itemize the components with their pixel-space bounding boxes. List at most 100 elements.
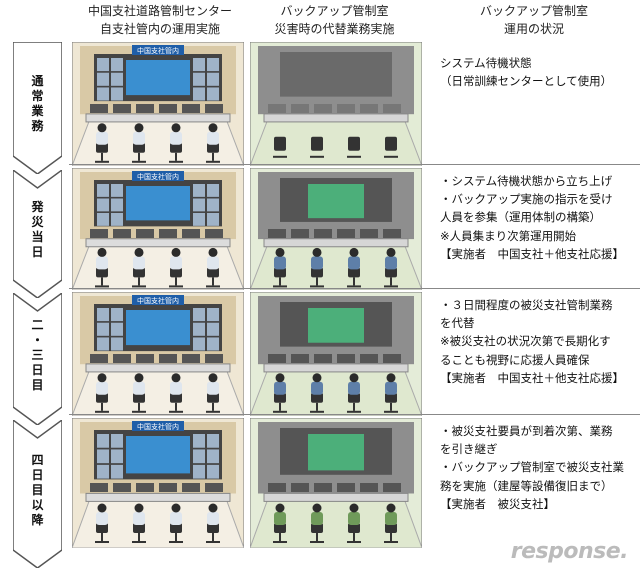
watermark-text: response.: [510, 539, 629, 564]
chair-back: [133, 267, 145, 278]
operator-head: [275, 373, 285, 383]
camera-monitor: [111, 58, 123, 72]
status-note-line: ・システム待機状態から立ち上げ: [440, 174, 613, 188]
chair-back: [385, 392, 397, 403]
status-note-line: システム待機状態: [440, 56, 532, 70]
operator-figure: [310, 373, 324, 413]
video-wall: [280, 52, 392, 97]
status-note-line: 【実施者 中国支社＋他支社応援】: [440, 370, 624, 385]
control-center-illustration: 中国支社管内: [71, 41, 245, 167]
status-note-line: （日常訓練センターとして使用）: [440, 74, 613, 89]
stage-char: ・: [31, 332, 44, 347]
center-sign-text: 中国支社管内: [137, 422, 179, 431]
operator-head: [97, 503, 107, 513]
camera-monitor: [207, 464, 219, 479]
chair-back: [348, 392, 360, 403]
chair-back: [311, 523, 323, 533]
operator-head: [97, 123, 107, 133]
column-header-line: 自支社管内の運用実施: [99, 22, 220, 36]
stage-char: 常: [31, 89, 44, 103]
operator-body: [207, 256, 219, 270]
operator-desk: [263, 492, 409, 502]
chair-back: [133, 392, 145, 403]
operator-body: [207, 381, 219, 395]
chair-back: [170, 392, 182, 403]
status-notes: ・３日間程度の被災支社管制業務を代替※被災支社の状況次第で長期化することも視野に…: [440, 296, 640, 387]
control-center-illustration: 中国支社管内: [71, 167, 245, 291]
map-screen: [308, 308, 364, 343]
desk-monitor: [159, 104, 177, 113]
desk-monitor: [314, 104, 332, 113]
camera-monitor: [111, 434, 123, 448]
desk-monitor: [268, 104, 286, 113]
operator-body: [96, 381, 108, 395]
operator-figure: [206, 373, 220, 413]
operator-body: [348, 512, 360, 525]
operator-body: [96, 131, 108, 145]
operator-head: [134, 247, 144, 257]
desk-monitor: [291, 354, 309, 363]
chair-back: [96, 523, 108, 533]
chair-back: [133, 523, 145, 533]
backup-room-illustration: [249, 291, 423, 417]
stage-chevron-shape: [13, 170, 62, 298]
chair-back: [274, 392, 286, 403]
operator-figure: [95, 247, 109, 288]
operator-desk: [85, 113, 231, 123]
desk-monitor: [205, 483, 223, 492]
operator-figure: [347, 503, 361, 543]
camera-monitor: [111, 464, 123, 479]
operator-head: [208, 247, 218, 257]
camera-monitor: [193, 72, 205, 86]
operator-desk: [263, 238, 409, 248]
operator-desk: [263, 363, 409, 373]
operator-figure: [169, 503, 183, 543]
desk-monitor: [205, 229, 223, 238]
chair-back: [96, 142, 108, 153]
operator-head: [97, 247, 107, 257]
stage-label: 四日目以降: [13, 453, 62, 528]
operator-figure: [347, 247, 361, 288]
desk-monitor: [205, 104, 223, 113]
row-separator: [69, 288, 640, 289]
desk-monitor: [159, 483, 177, 492]
operator-head: [208, 503, 218, 513]
desk-monitor: [268, 483, 286, 492]
operator-figure: [95, 373, 109, 413]
chair-back: [207, 267, 219, 278]
center-sign-plate: [132, 295, 184, 305]
desk-monitor: [314, 483, 332, 492]
operator-figure: [384, 373, 398, 413]
desk-monitor: [360, 354, 378, 363]
desk-monitor: [314, 229, 332, 238]
operator-head: [171, 503, 181, 513]
stage-label: 二・三日目: [13, 318, 62, 393]
chair-back: [274, 523, 286, 533]
desk-monitor: [383, 229, 401, 238]
column-header-line: 災害時の代替業務実施: [274, 22, 395, 36]
chair-back: [96, 267, 108, 278]
map-screen: [308, 184, 364, 219]
camera-monitor: [193, 212, 205, 226]
operator-body: [274, 256, 286, 270]
operator-figure: [273, 247, 287, 288]
operator-figure: [384, 247, 398, 288]
control-center-illustration: 中国支社管内: [71, 417, 245, 549]
backup-room-panel: [249, 167, 423, 291]
camera-monitor: [97, 212, 109, 226]
camera-monitor: [193, 337, 205, 351]
operator-body: [133, 512, 145, 525]
map-screen: [126, 186, 190, 221]
operator-figure: [206, 247, 220, 288]
camera-monitor: [207, 198, 219, 212]
stage-chevron-shape: [13, 42, 62, 174]
chair-back: [207, 523, 219, 533]
camera-monitor: [111, 198, 123, 212]
status-note-line: ・３日間程度の被災支社管制業務: [440, 298, 613, 312]
chair-back: [170, 523, 182, 533]
desk-monitor: [205, 354, 223, 363]
map-screen: [126, 60, 190, 96]
control-center-panel: 中国支社管内: [71, 167, 245, 291]
camera-monitor: [207, 434, 219, 448]
desk-monitor: [90, 104, 108, 113]
